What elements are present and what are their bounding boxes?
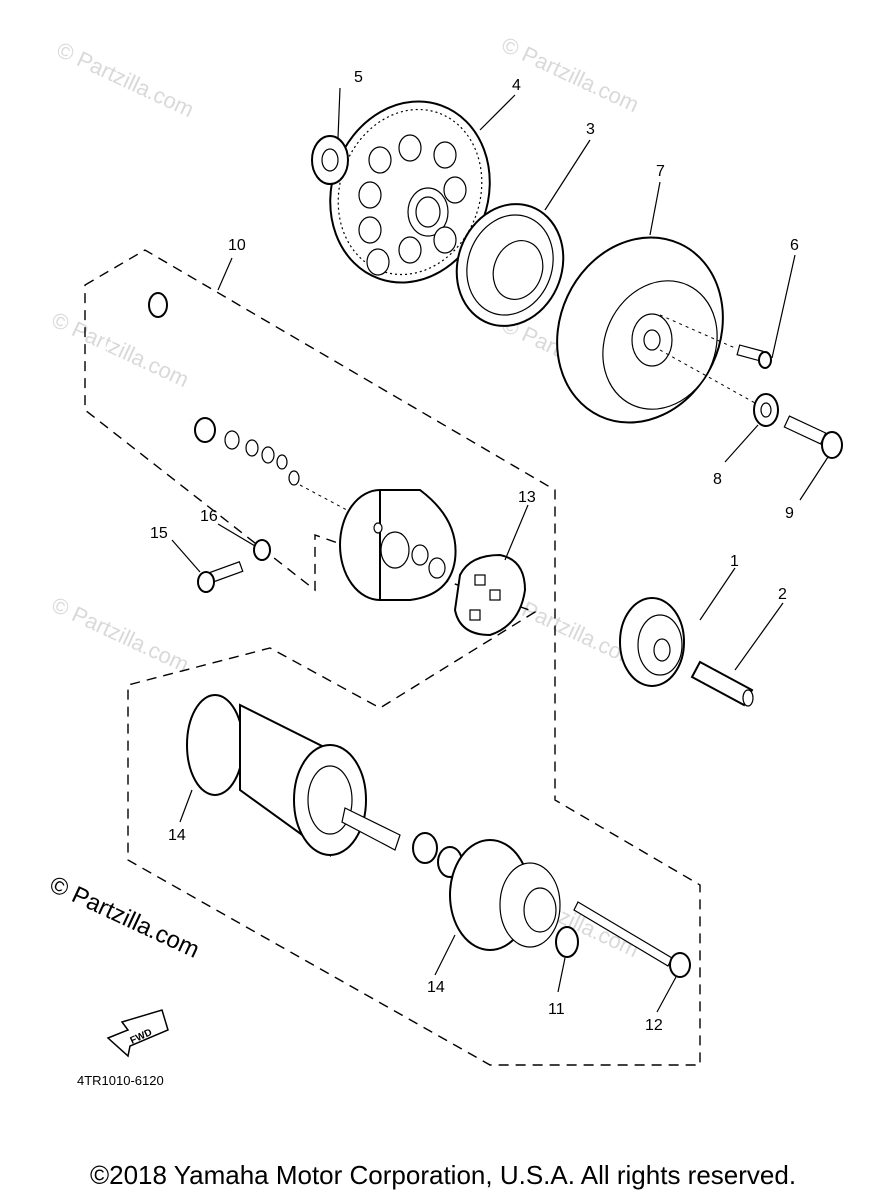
callout-13: 13 [518, 489, 536, 506]
partzilla-watermark: © Partzilla.com [45, 871, 203, 964]
copyright-notice: ©2018 Yamaha Motor Corporation, U.S.A. A… [89, 1160, 797, 1190]
part-11-o-ring [555, 926, 579, 958]
watermark: © Partzilla.com [48, 592, 193, 677]
motor-front-cover [339, 489, 457, 601]
callout-11: 11 [548, 1001, 565, 1018]
callout-1: 1 [730, 553, 739, 570]
part-3-clutch [455, 203, 565, 327]
part-8-washer [659, 349, 779, 427]
callout-12: 12 [645, 1017, 663, 1034]
callout-15: 15 [150, 525, 168, 542]
starter-motor-body [186, 694, 463, 878]
part-2-shaft [690, 660, 754, 707]
callout-8: 8 [713, 471, 722, 488]
part-15-bolt [197, 561, 244, 593]
part-7-rotor [556, 236, 724, 424]
callout-4: 4 [512, 77, 521, 94]
callout-numbers: 5 4 3 7 10 6 8 9 13 16 15 1 2 14 14 11 1… [150, 69, 799, 1034]
part-6-bolt [659, 314, 772, 369]
callout-5: 5 [354, 69, 363, 86]
part-12-through-bolt [573, 901, 691, 978]
part-13-brush-holder [453, 553, 527, 637]
motor-rear-cover [449, 839, 561, 951]
part-16-washer [253, 539, 271, 561]
figure-code: 4TR1010-6120 [77, 1073, 164, 1088]
callout-9: 9 [785, 505, 794, 522]
callout-10: 10 [228, 237, 246, 254]
callout-3: 3 [586, 121, 595, 138]
part-4-driven-gear [329, 100, 491, 284]
watermark: © Partzilla.com [48, 307, 193, 392]
watermark: © Partzilla.com [498, 32, 643, 117]
callout-7: 7 [656, 163, 665, 180]
part-1-idler-gear [619, 597, 685, 687]
callout-2: 2 [778, 586, 787, 603]
callout-14: 14 [168, 827, 186, 844]
watermark: © Partzilla.com [53, 37, 198, 122]
part-9-bolt [783, 415, 843, 459]
assembly-group-outline [84, 249, 701, 1066]
part-5-washer [311, 135, 349, 185]
part-10-starter-lead [102, 292, 376, 526]
fwd-arrow-icon: FWD [106, 1009, 169, 1058]
callout-16: 16 [200, 508, 218, 525]
callout-14: 14 [427, 979, 445, 996]
callout-6: 6 [790, 237, 799, 254]
callout-leaders [171, 87, 829, 1013]
